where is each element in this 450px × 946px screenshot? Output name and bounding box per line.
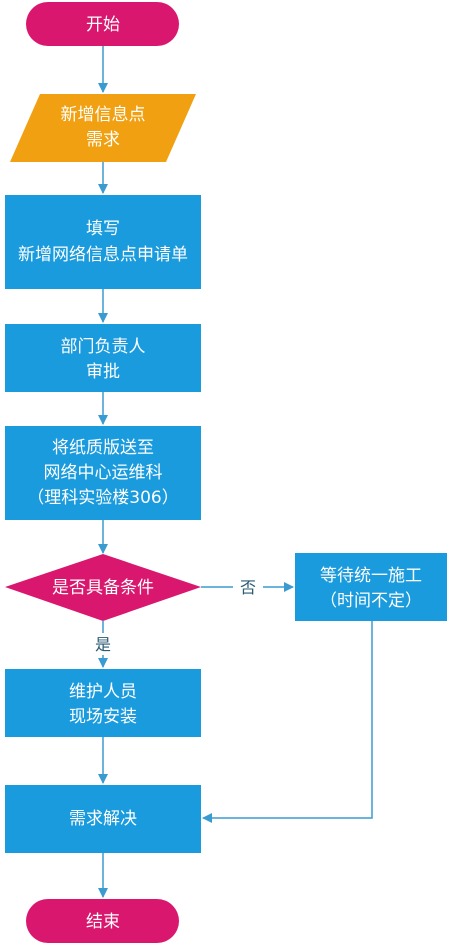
condition-label: 是否具备条件 <box>52 578 154 598</box>
dept-approve-node: 部门负责人 审批 <box>5 324 201 392</box>
yes-label-bg <box>89 633 117 655</box>
dept-approve-line2: 审批 <box>86 362 120 382</box>
resolved-label: 需求解决 <box>69 809 137 829</box>
fill-form-line1: 填写 <box>86 219 120 239</box>
no-label: 否 <box>240 578 256 597</box>
wait-node: 等待统一施工 （时间不定） <box>295 553 447 621</box>
install-line1: 维护人员 <box>69 682 137 702</box>
start-label: 开始 <box>86 15 120 35</box>
demand-node: 新增信息点 需求 <box>10 94 196 162</box>
install-line2: 现场安装 <box>69 707 137 727</box>
end-label: 结束 <box>86 912 120 932</box>
resolved-node: 需求解决 <box>5 785 201 853</box>
send-paper-line2: 网络中心运维科 <box>44 463 163 483</box>
demand-line2: 需求 <box>86 130 120 150</box>
end-node: 结束 <box>26 899 179 943</box>
send-paper-line1: 将纸质版送至 <box>52 438 154 458</box>
no-label-bg <box>233 577 263 597</box>
edge-wait-resolved <box>202 621 373 823</box>
wait-line2: （时间不定） <box>320 591 422 611</box>
fill-form-line2: 新增网络信息点申请单 <box>18 245 188 265</box>
wait-line1: 等待统一施工 <box>320 566 422 586</box>
demand-line1: 新增信息点 <box>61 105 146 125</box>
condition-node: 是否具备条件 <box>5 554 201 621</box>
send-paper-node: 将纸质版送至 网络中心运维科 （理科实验楼306） <box>5 426 201 520</box>
dept-approve-line1: 部门负责人 <box>61 337 146 357</box>
fill-form-node: 填写 新增网络信息点申请单 <box>5 195 201 289</box>
yes-label: 是 <box>95 635 111 654</box>
send-paper-line3: （理科实验楼306） <box>27 488 178 508</box>
install-node: 维护人员 现场安装 <box>5 669 201 737</box>
start-node: 开始 <box>26 2 179 46</box>
